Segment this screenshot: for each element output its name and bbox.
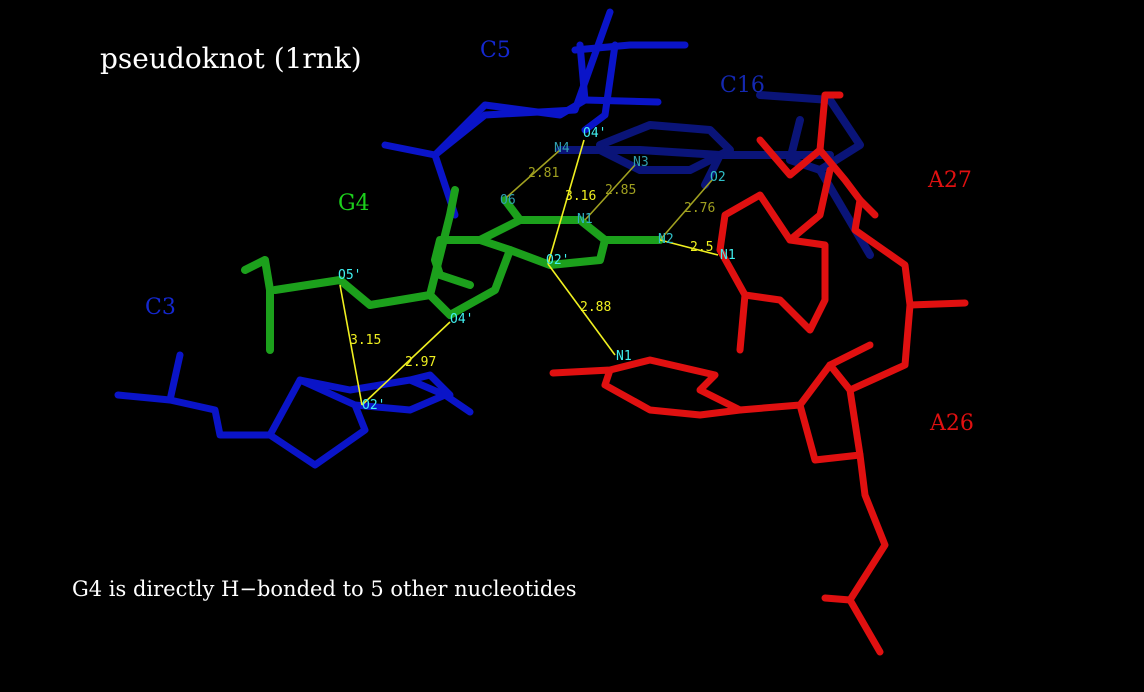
residue-g4-sticks xyxy=(241,186,664,354)
atom-label: O2' xyxy=(546,253,569,268)
distance-label: 2.81 xyxy=(528,166,559,181)
residue-label-c16: C16 xyxy=(720,73,765,98)
hbond-o2-n1 xyxy=(547,263,616,356)
atom-label: N1 xyxy=(720,248,736,263)
atom-label: O2 xyxy=(710,170,726,185)
residue-label-a27: A27 xyxy=(927,168,972,193)
residue-c3-sticks xyxy=(114,351,474,469)
residue-label-c3: C3 xyxy=(145,295,176,320)
atom-label: N1 xyxy=(616,349,632,364)
figure-title: pseudoknot (1rnk) xyxy=(100,42,362,75)
residue-label-c5: C5 xyxy=(480,38,511,63)
residue-a27-sticks xyxy=(716,91,969,394)
figure-caption: G4 is directly H−bonded to 5 other nucle… xyxy=(72,577,577,601)
residue-label-a26: A26 xyxy=(929,411,974,436)
atom-label: N1 xyxy=(577,212,593,227)
hbond-n1-n3 xyxy=(584,164,636,221)
atom-label: N2 xyxy=(658,232,674,247)
atom-label: N4 xyxy=(554,141,570,156)
distance-label: 3.15 xyxy=(350,333,381,348)
residue-c5-sticks xyxy=(381,8,689,219)
hbond-o2-o4 xyxy=(547,139,585,265)
hbond-o4-o2 xyxy=(361,321,451,406)
atom-label: N3 xyxy=(633,155,649,170)
hbond-n2-n1 xyxy=(659,239,719,256)
atom-labels: O4' N4 N3 O2 O6 N1 N2 N1 O2' O5' O4' N1 … xyxy=(338,126,736,413)
distance-label: 2.97 xyxy=(405,355,436,370)
distance-label: 2.88 xyxy=(580,300,611,315)
hbond-o6-n4 xyxy=(506,149,561,198)
atom-label: O4' xyxy=(583,126,606,141)
residue-a26-sticks xyxy=(549,341,889,656)
distance-label: 2.85 xyxy=(605,183,636,198)
atom-label: O5' xyxy=(338,268,361,283)
distance-labels: 2.81 3.16 2.85 2.76 2.5 2.88 3.15 2.97 xyxy=(350,166,715,370)
hbond-o5-o2 xyxy=(339,284,363,406)
atom-label: O4' xyxy=(450,312,473,327)
atom-label: O2' xyxy=(362,398,385,413)
distance-label: 2.5 xyxy=(690,240,713,255)
distance-label: 3.16 xyxy=(565,189,596,204)
atom-label: O6 xyxy=(500,193,516,208)
distance-label: 2.76 xyxy=(684,201,715,216)
hydrogen-bonds xyxy=(339,139,719,406)
hbond-n2-o2 xyxy=(659,179,713,241)
residue-label-g4: G4 xyxy=(338,191,370,216)
